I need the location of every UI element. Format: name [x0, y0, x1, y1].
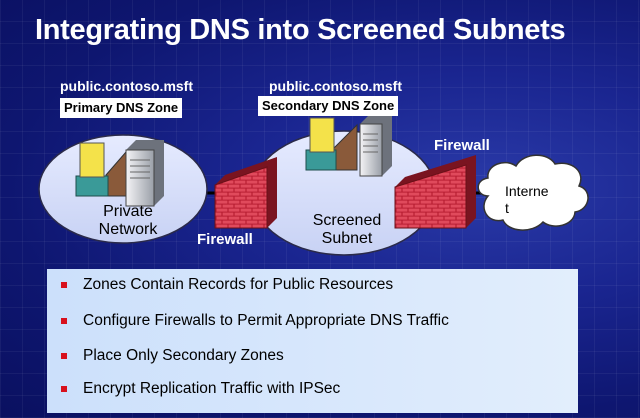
screened-subnet-label-line2: Subnet [321, 230, 373, 247]
bullet-text: Zones Contain Records for Public Resourc… [83, 276, 394, 293]
firewall-right-label: Firewall [434, 137, 490, 154]
bullet-item: Place Only Secondary Zones [61, 346, 284, 366]
private-network-label-line2: Network [98, 221, 158, 238]
internet-label: Interne t [505, 183, 555, 217]
internet-label-line1: Interne [505, 183, 549, 199]
primary-dns-zone-icon [75, 142, 127, 197]
firewall-left-icon [214, 157, 277, 229]
bullet-text: Encrypt Replication Traffic with IPSec [83, 380, 341, 397]
screened-subnet-label: Screened Subnet [297, 212, 397, 248]
bullet-text: Configure Firewalls to Permit Appropriat… [83, 312, 449, 329]
secondary-server-icon [359, 114, 392, 177]
bullet-panel: Zones Contain Records for Public Resourc… [47, 269, 578, 413]
bullet-item: Encrypt Replication Traffic with IPSec [61, 379, 340, 399]
private-network-label: Private Network [88, 203, 168, 239]
slide-title: Integrating DNS into Screened Subnets [35, 14, 566, 46]
bullet-marker-icon [61, 353, 67, 359]
firewall-right-icon [394, 155, 476, 229]
internet-label-line2: t [505, 200, 509, 216]
screened-subnet-label-line1: Screened [312, 212, 382, 229]
primary-zone-domain: public.contoso.msft [60, 78, 193, 94]
bullet-marker-icon [61, 386, 67, 392]
secondary-zone-domain: public.contoso.msft [269, 78, 402, 94]
bullet-item: Zones Contain Records for Public Resourc… [61, 275, 393, 295]
bullet-text: Place Only Secondary Zones [83, 347, 284, 364]
primary-zone-label: Primary DNS Zone [60, 98, 183, 118]
bullet-marker-icon [61, 282, 67, 288]
internet-cloud-icon [477, 154, 589, 231]
bullet-item: Configure Firewalls to Permit Appropriat… [61, 311, 449, 331]
primary-server-icon [125, 140, 164, 207]
secondary-zone-label: Secondary DNS Zone [258, 96, 399, 116]
bullet-marker-icon [61, 318, 67, 324]
secondary-dns-zone-icon [305, 117, 358, 171]
private-network-label-line1: Private [103, 203, 153, 220]
firewall-left-label: Firewall [197, 231, 253, 248]
